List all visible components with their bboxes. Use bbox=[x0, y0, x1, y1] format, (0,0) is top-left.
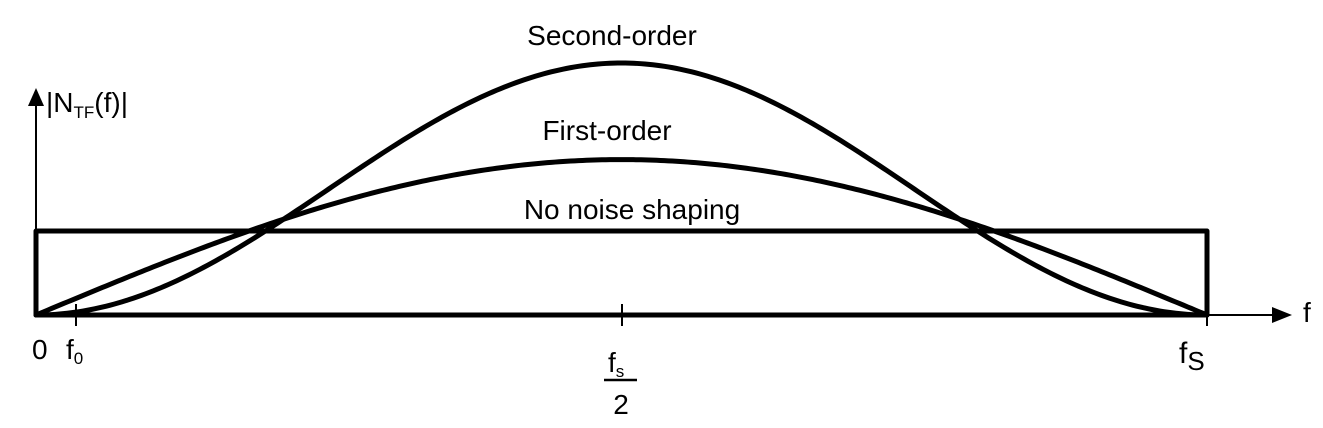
y-axis-label-base: |N bbox=[46, 87, 74, 118]
label-no-noise-shaping: No noise shaping bbox=[524, 194, 740, 225]
series-no-noise-shaping bbox=[33, 228, 1210, 318]
series-second-order bbox=[33, 60, 1210, 318]
tick-label-half-num: fs bbox=[608, 347, 624, 381]
series-first-order bbox=[33, 157, 1210, 318]
tick-label-half-den: 2 bbox=[613, 389, 629, 420]
y-axis-label-sub: TF bbox=[74, 103, 95, 122]
tick-label-zero: 0 bbox=[32, 334, 48, 365]
label-second-order: Second-order bbox=[527, 20, 697, 51]
x-axis-arrow bbox=[1272, 307, 1292, 323]
tick-label-f0: f0 bbox=[66, 334, 83, 368]
y-axis-arrow bbox=[28, 88, 44, 106]
x-axis-label: f bbox=[1303, 297, 1311, 328]
tick-label-f0-sub: 0 bbox=[74, 349, 83, 368]
label-first-order: First-order bbox=[542, 115, 671, 146]
tick-label-fs: fS bbox=[1179, 337, 1205, 376]
tick-label-f0-base: f bbox=[66, 334, 74, 365]
y-axis-label: |NTF(f)| bbox=[46, 87, 128, 122]
tick-label-fs-sub: S bbox=[1187, 346, 1204, 376]
y-axis-label-tail: (f)| bbox=[94, 87, 128, 118]
tick-label-fs-base: f bbox=[1179, 337, 1188, 370]
tick-label-half-num-sub: s bbox=[616, 362, 625, 381]
tick-label-half-num-base: f bbox=[608, 347, 616, 378]
